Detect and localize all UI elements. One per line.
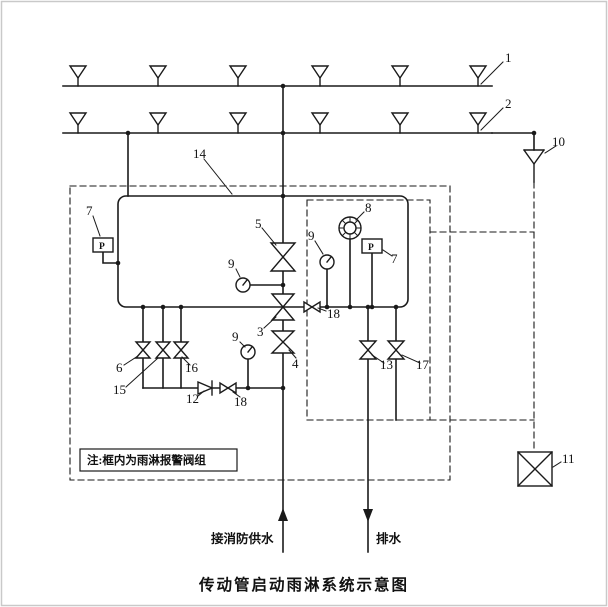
pressure-gauge-icon	[319, 254, 335, 270]
drain-flow-arrow-down	[363, 509, 373, 522]
drain-collector-icon	[517, 451, 553, 487]
callout-2: 2	[505, 96, 512, 111]
callout-14: 14	[193, 146, 207, 161]
callout-18-lower: 18	[234, 394, 247, 409]
callout-1: 1	[505, 50, 512, 65]
callout-8: 8	[365, 200, 372, 215]
pressure-switch-right-icon	[361, 238, 383, 254]
callout-10: 10	[552, 134, 565, 149]
pilot-valve-16-icon	[172, 341, 190, 359]
callout-4: 4	[292, 356, 299, 371]
open-sprinkler-icon	[68, 65, 88, 87]
callout-18-upper: 18	[327, 306, 340, 321]
callout-5: 5	[255, 216, 262, 231]
note-text: 注:框内为雨淋报警阀组	[87, 453, 206, 467]
diagram-title: 传动管启动雨淋系统示意图	[198, 575, 409, 594]
drain-funnel-icon	[523, 149, 545, 183]
test-valve-17-icon	[386, 340, 406, 360]
sprinkler-row-2	[68, 112, 488, 134]
callout-15: 15	[113, 382, 126, 397]
callout-12: 12	[186, 391, 199, 406]
pressure-gauge-icon	[235, 277, 251, 293]
callout-3: 3	[257, 324, 264, 339]
pressure-gauge-icon	[240, 344, 256, 360]
drain-label: 排水	[376, 531, 402, 546]
funnel-feed-pipe	[491, 132, 535, 151]
pipe-junction-dots	[115, 83, 537, 391]
sprinkler-icon	[310, 112, 330, 134]
control-valve-5-icon	[269, 242, 297, 272]
callout-9-lower: 9	[232, 329, 239, 344]
callout-9-upper: 9	[308, 228, 315, 243]
water-motor-gong-icon	[338, 216, 362, 240]
pilot-valve-15-icon	[154, 341, 172, 359]
pressure-switch-left-icon	[92, 237, 114, 253]
strainer-18-upper-icon	[303, 300, 321, 314]
deluge-alarm-valve-3-icon	[270, 293, 296, 321]
open-sprinkler-icon	[310, 65, 330, 87]
shutoff-valve-4-icon	[270, 330, 296, 354]
open-sprinkler-icon	[148, 65, 168, 87]
valve-group-boundary-dashed	[69, 185, 451, 481]
pressure-switch-connection-left	[102, 251, 119, 264]
strainer-18-lower-icon	[219, 381, 237, 395]
callout-13: 13	[380, 357, 393, 372]
check-valve-12-icon	[197, 380, 214, 396]
callout-7-left: 7	[86, 203, 93, 218]
sprinkler-icon	[228, 112, 248, 134]
callout-11: 11	[562, 451, 575, 466]
note-box	[79, 448, 238, 472]
callout-6: 6	[116, 360, 123, 375]
sprinkler-icon	[68, 112, 88, 134]
callout-16: 16	[185, 360, 199, 375]
pressure-switch-left-letter: P	[99, 242, 105, 252]
callout-7-right: 7	[391, 251, 398, 266]
supply-flow-arrow-up	[278, 508, 288, 521]
pressure-switch-right-letter: P	[368, 243, 374, 253]
open-sprinkler-row-1	[68, 65, 488, 87]
open-sprinkler-icon	[468, 65, 488, 87]
callout-17: 17	[416, 357, 430, 372]
transmission-pipe-loop	[117, 195, 409, 308]
sprinkler-icon	[148, 112, 168, 134]
callout-leaders	[92, 61, 562, 468]
open-sprinkler-icon	[228, 65, 248, 87]
sprinkler-icon	[390, 112, 410, 134]
callout-9-middle: 9	[228, 256, 235, 271]
open-sprinkler-icon	[390, 65, 410, 87]
sprinkler-icon	[468, 112, 488, 134]
supply-label: 接消防供水	[211, 531, 274, 546]
pilot-valve-6-icon	[134, 341, 152, 359]
